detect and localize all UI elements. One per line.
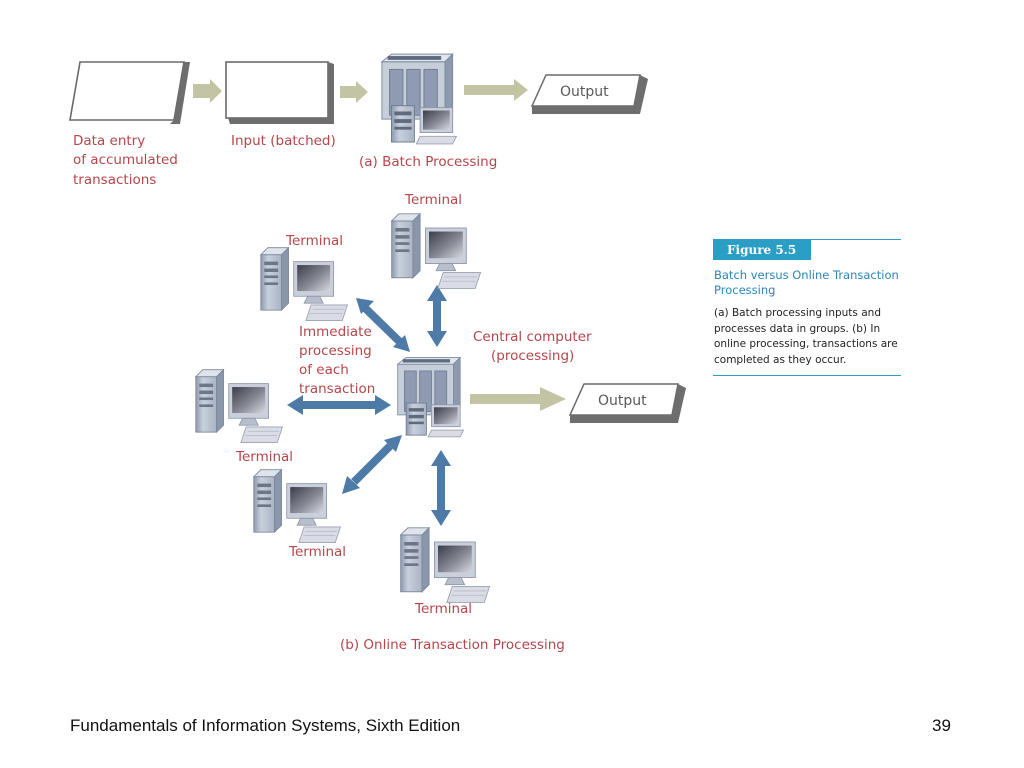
- batch-server-icon: [381, 53, 457, 145]
- figure-bottom-rule: [713, 375, 901, 376]
- terminal-upper-left-icon: [260, 247, 348, 321]
- figure-top-rule: [713, 239, 901, 240]
- footer-book-title: Fundamentals of Information Systems, Six…: [70, 716, 461, 735]
- data-entry-label: Data entry of accumulated transactions: [73, 133, 182, 188]
- flow-arrow: [193, 79, 222, 103]
- data-entry-box-shadow: [170, 62, 190, 124]
- connector-upper-left: [361, 304, 404, 346]
- figure-title: Batch versus Online Transaction Processi…: [714, 268, 899, 297]
- terminal-left-label: Terminal: [235, 449, 293, 465]
- page-number: 39: [932, 716, 951, 735]
- connector-lower-left: [351, 443, 393, 485]
- terminal-bottom-icon: [400, 527, 491, 603]
- figure-number-badge: Figure 5.5: [713, 240, 811, 260]
- figure-description: (a) Batch processing inputs and processe…: [714, 307, 898, 366]
- immediate-processing-label: Immediate processing of each transaction: [299, 324, 376, 397]
- terminal-lower-left-icon: [253, 469, 341, 543]
- terminal-top-icon: [391, 213, 482, 289]
- batch-output-label: Output: [560, 84, 609, 100]
- online-output-label: Output: [598, 393, 647, 409]
- terminal-upper-left-label: Terminal: [285, 233, 343, 249]
- online-output-shadow: [570, 384, 686, 423]
- terminal-lower-left-label: Terminal: [288, 544, 346, 560]
- terminal-left-icon: [195, 369, 283, 443]
- flow-arrow: [340, 81, 368, 103]
- terminal-bottom-label: Terminal: [414, 601, 472, 617]
- data-entry-box: [69, 61, 185, 121]
- flow-arrow: [464, 79, 528, 101]
- batch-output-shadow: [532, 75, 648, 114]
- input-batched-label: Input (batched): [231, 133, 336, 149]
- central-computer-icon: [397, 357, 465, 438]
- input-batched-box: [225, 61, 329, 119]
- connector-arrows: [300, 297, 445, 514]
- central-computer-label: Central computer (processing): [473, 329, 596, 364]
- terminal-top-label: Terminal: [404, 192, 462, 208]
- online-caption: (b) Online Transaction Processing: [340, 637, 565, 653]
- arrowheads: [287, 285, 451, 526]
- batch-caption: (a) Batch Processing: [359, 154, 497, 170]
- online-flow-arrow: [470, 387, 566, 411]
